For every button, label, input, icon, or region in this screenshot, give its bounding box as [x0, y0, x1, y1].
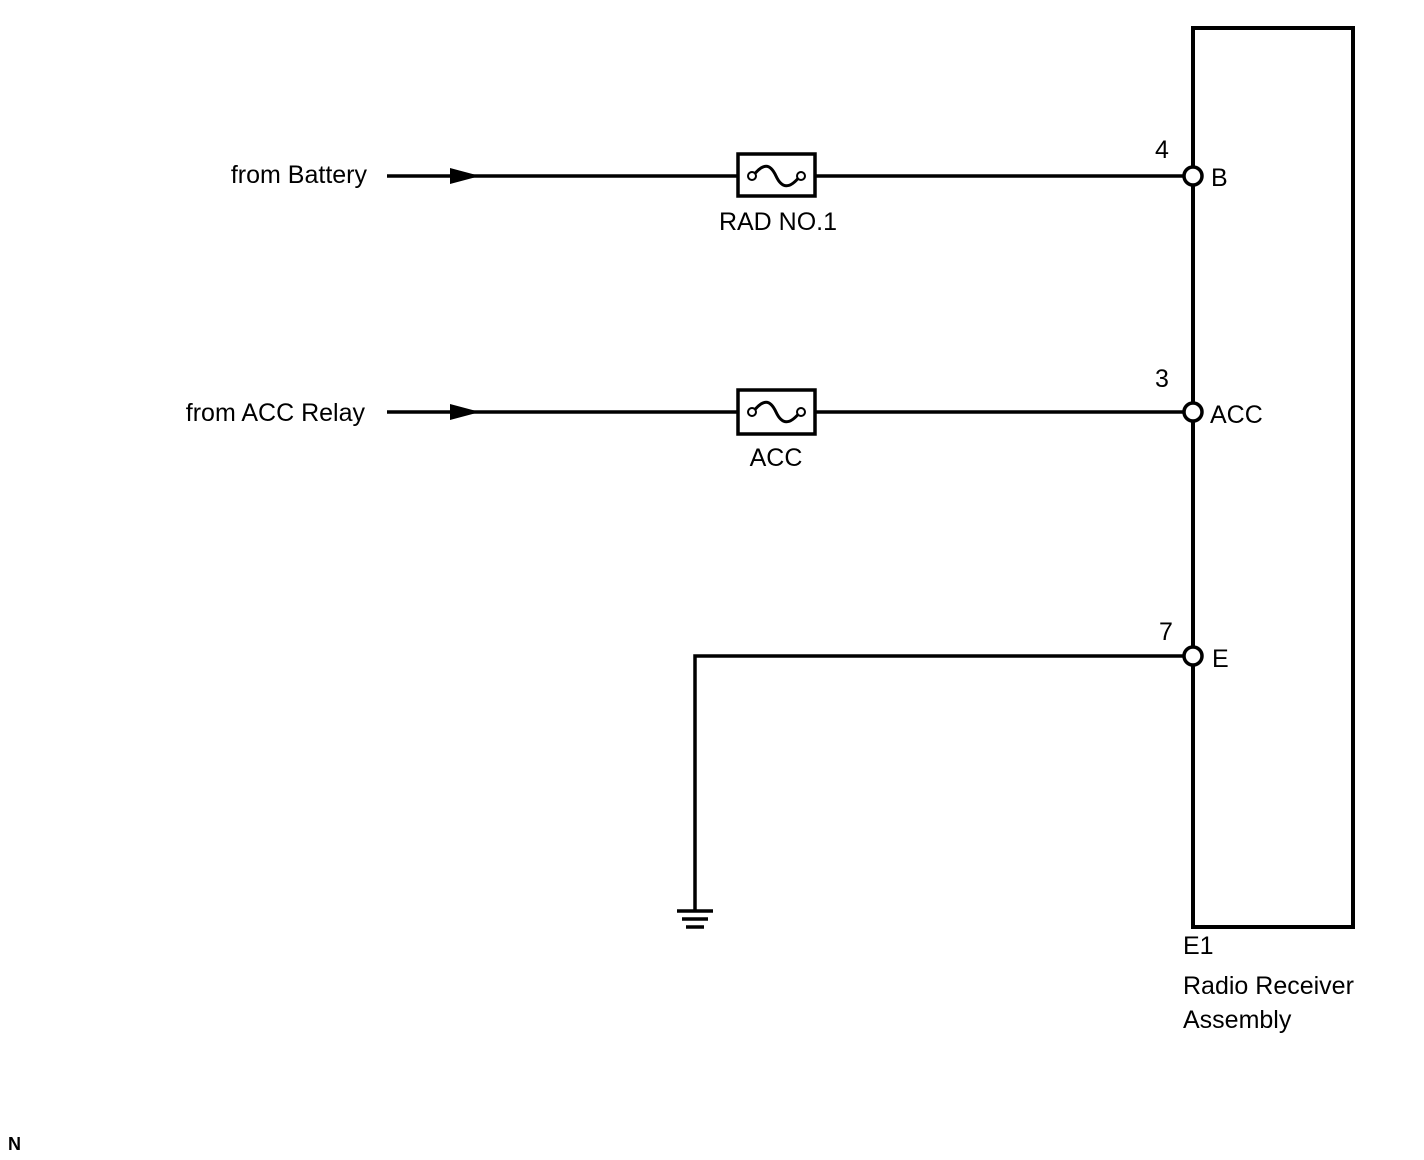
pin-b-terminal: [1182, 165, 1204, 187]
fuse-acc: [736, 388, 817, 436]
pin-number: 3: [1155, 365, 1169, 393]
connector-name-line2: Assembly: [1183, 1006, 1292, 1034]
ground-wire: [693, 654, 1183, 910]
pin-e-terminal: [1182, 645, 1204, 667]
pin-acc-terminal: [1182, 401, 1204, 423]
fuse-terminal: [796, 407, 806, 417]
pin-number: 4: [1155, 136, 1169, 164]
corner-mark: N: [8, 1134, 21, 1154]
pin-number: 7: [1159, 618, 1173, 646]
pin-label: ACC: [1210, 401, 1263, 429]
battery-arrow-icon: [450, 168, 480, 184]
connector-id: E1: [1183, 932, 1214, 960]
ground-icon: [677, 909, 713, 929]
fuse-terminal: [796, 171, 806, 181]
connector-name-line1: Radio Receiver: [1183, 972, 1354, 1000]
fuse-rad-no1: [736, 152, 817, 198]
radio-receiver-outline: [1191, 26, 1355, 929]
source-battery-label: from Battery: [231, 161, 368, 189]
pin-label: B: [1211, 164, 1228, 192]
acc-arrow-icon: [450, 404, 480, 420]
fuse-element-icon: [751, 164, 802, 188]
pin-label: E: [1212, 645, 1229, 673]
fuse-terminal: [747, 407, 757, 417]
fuse-acc-label: ACC: [750, 444, 803, 472]
fuse-element-icon: [751, 400, 802, 424]
source-acc-relay-label: from ACC Relay: [186, 399, 366, 427]
fuse-rad-no1-label: RAD NO.1: [719, 208, 837, 236]
fuse-terminal: [747, 171, 757, 181]
